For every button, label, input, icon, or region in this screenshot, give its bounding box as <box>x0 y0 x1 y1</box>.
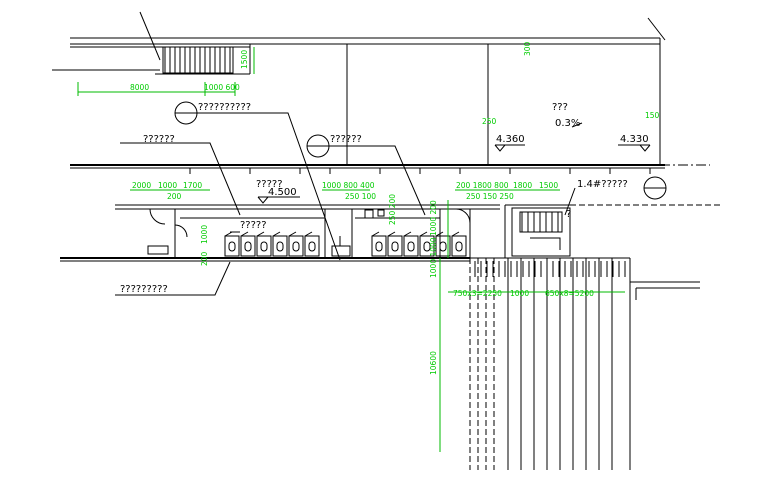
label-stair-mark: ? <box>566 209 571 220</box>
dim-1800: 1800 <box>513 181 532 190</box>
right-stair <box>511 207 571 257</box>
leader-lines <box>115 112 576 296</box>
dim-200-vertical: 200 <box>200 251 209 266</box>
label-mid-room: ?????? <box>330 134 362 145</box>
lower-building-outline <box>60 204 720 262</box>
dim-1000-a: 1000 <box>158 181 177 190</box>
elevation-room-b: 4.330 <box>620 134 649 145</box>
main-corridor <box>70 164 710 174</box>
dimension-lines <box>77 47 625 452</box>
toilet-cubicles <box>224 231 467 257</box>
dim-250-200-vertical: 250 200 <box>388 194 397 225</box>
dim-200-1800-800: 200 1800 800 <box>456 181 509 190</box>
dim-1500: 1500 <box>539 181 558 190</box>
dim-200-a: 200 <box>167 192 182 201</box>
dim-250: 250 <box>482 117 497 126</box>
dim-1000-b: 1000 <box>510 289 529 298</box>
label-corridor: ????? <box>256 179 283 190</box>
dim-8000: 8000 <box>130 83 149 92</box>
label-upper-room: ?????????? <box>198 102 251 113</box>
label-stair-note: 1.4#????? <box>577 179 628 190</box>
upper-stair <box>162 46 234 74</box>
dim-650x8: 650x8=5200 <box>545 289 594 298</box>
text-labels: ?????????? ?????? ?????? ??? 0.3% ????? … <box>120 102 649 295</box>
lower-right-area <box>469 257 700 470</box>
dim-1000-600: 1000 600 <box>204 83 240 92</box>
elevation-markers <box>257 122 651 204</box>
elevation-corridor: 4.500 <box>268 187 297 198</box>
dimension-text: 8000 1000 600 1500 300 250 150 2000 1000… <box>130 41 660 375</box>
dim-250-150-250: 250 150 250 <box>466 192 514 201</box>
dim-1000-200-vertical: 1000 200 <box>429 200 438 236</box>
dim-1700: 1700 <box>183 181 202 190</box>
label-toilet-area: ????? <box>240 220 267 231</box>
elevation-room-a: 4.360 <box>496 134 525 145</box>
dim-1000-800-400: 1000 800 400 <box>322 181 375 190</box>
label-lower-left: ????????? <box>120 284 168 295</box>
dim-1000-vertical: 1000 <box>200 225 209 244</box>
dim-1000-1000-vertical: 1000 1000 <box>429 237 438 278</box>
dim-150: 150 <box>645 111 660 120</box>
dim-1500-vertical: 1500 <box>240 50 249 69</box>
dim-750x3: 750x3=2250 <box>453 289 502 298</box>
dim-10600-vertical: 10600 <box>429 351 438 375</box>
dim-250-100: 250 100 <box>345 192 376 201</box>
dim-2000: 2000 <box>132 181 151 190</box>
label-left-room: ?????? <box>143 134 175 145</box>
label-slope: 0.3% <box>555 118 580 129</box>
label-right-room: ??? <box>552 102 568 113</box>
dim-300: 300 <box>523 41 532 56</box>
